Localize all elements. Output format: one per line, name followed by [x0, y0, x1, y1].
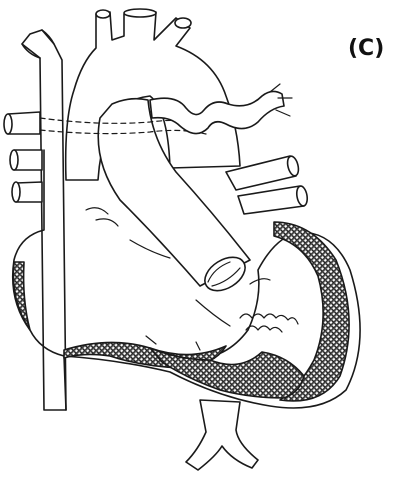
inferior-vessel	[186, 400, 258, 470]
left-vessel-stubs	[4, 112, 42, 202]
panel-label: (C)	[348, 36, 384, 61]
